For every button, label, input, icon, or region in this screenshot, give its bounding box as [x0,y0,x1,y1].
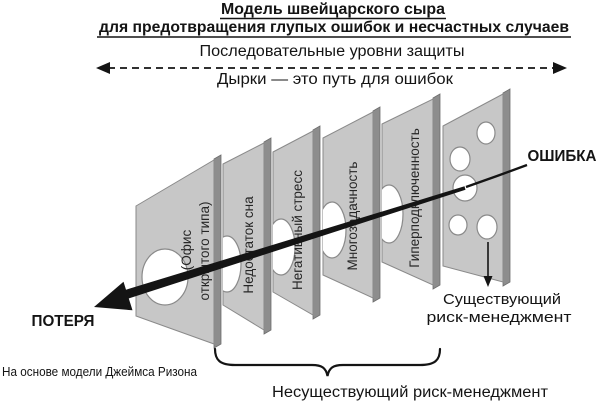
cheese-slice-4: Многозадачность [322,106,381,303]
arrowhead-right-icon [553,62,567,74]
loss-label: ПОТЕРЯ [32,313,95,330]
slice-edge [263,137,272,335]
cheese-slice-6 [442,88,511,287]
down-arrowhead-icon [483,276,493,287]
slice-label: (Офис [179,230,194,271]
credit-label: На основе модели Джеймса Ризона [2,365,197,379]
error-pointer-line [465,163,528,189]
cheese-slice-5: Гиперподключенность [381,93,441,290]
page-title-line2: для предотвращения глупых ошибок и несча… [99,19,569,36]
slice-label: открытого типа) [197,202,212,301]
slice-label: Негативный стресс [290,170,305,290]
slice-hole [448,214,468,236]
existing-rm-arrow [483,242,493,287]
cheese-slice-2: Недостаток сна [222,137,272,335]
slice-label: Гиперподключенность [407,128,422,268]
loss-arrowhead-icon [94,281,133,311]
cheese-slice-1: (Офис открытого типа) [135,154,222,349]
cheese-slice-3: Негативный стресс [272,125,321,320]
existing-rm-label-line2: риск-менеджмент [427,309,572,326]
slice-edge [432,93,441,290]
error-trajectory-arrow [94,163,528,311]
arrow-shaft [116,186,466,302]
slice-label: Недостаток сна [241,196,256,294]
slice-hole [449,146,471,172]
slice-edge [502,88,511,287]
holes-label: Дырки — это путь для ошибок [217,71,453,88]
arrowhead-left-icon [96,62,110,74]
missing-rm-label: Несуществующий риск-менеджмент [272,384,548,401]
page-title-line1: Модель швейцарского сыра [221,1,445,18]
slice-edge [372,106,381,303]
slice-hole [476,214,498,240]
slice-hole [476,121,496,145]
existing-rm-label-line1: Существующий [443,291,561,308]
levels-span-arrow [96,62,567,74]
slice-label: Многозадачность [345,162,360,271]
error-label: ОШИБКА [528,148,597,165]
levels-label: Последовательные уровни защиты [200,43,465,60]
slice-edge [213,154,222,349]
missing-rm-brace [213,347,442,377]
slice-edge [312,125,321,320]
